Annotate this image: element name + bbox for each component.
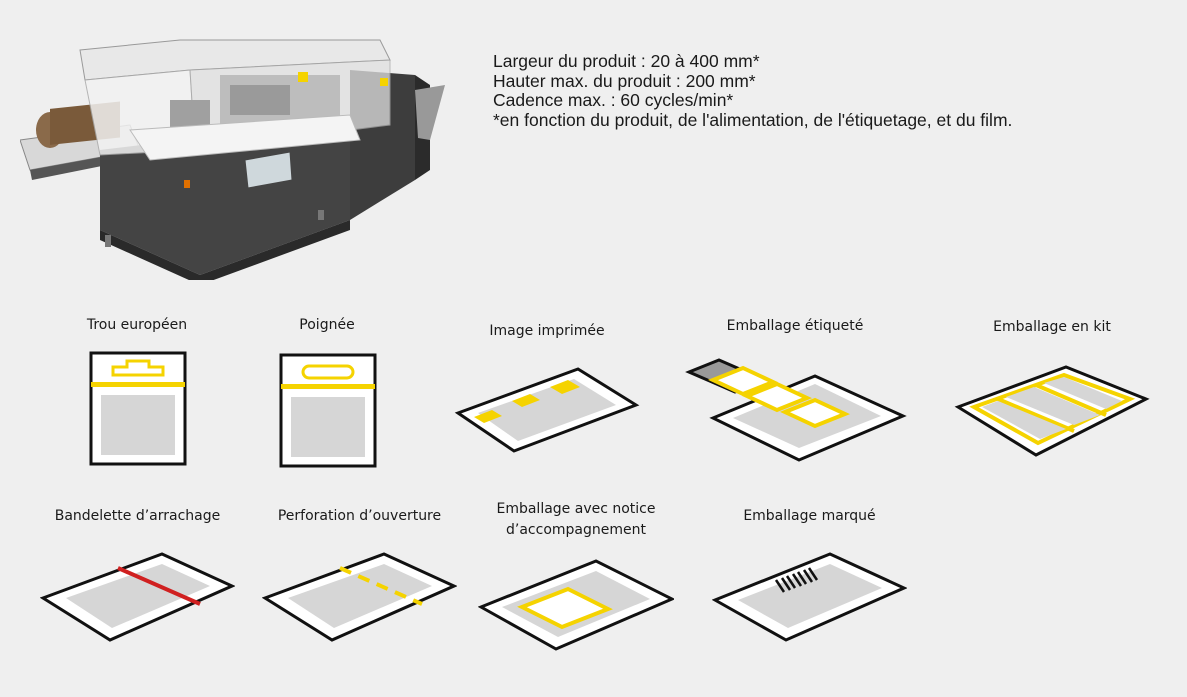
option-kit-pack: Emballage en kit (952, 317, 1152, 467)
euro-hole-icon (89, 351, 187, 466)
barcode-icon (774, 567, 819, 593)
option-label-line2: d’accompagnement (506, 522, 646, 538)
spec-footnote: *en fonction du produit, de l'alimentati… (493, 109, 1013, 130)
option-label: Emballage étiqueté (726, 318, 864, 334)
option-pack-with-leaflet: Emballage avec notice d’accompagnement (476, 499, 676, 659)
barcode-pack-icon (712, 552, 907, 642)
option-label: Bandelette d’arrachage (54, 508, 221, 524)
option-label: Emballage marqué (743, 508, 876, 524)
kit-pack-icon (954, 365, 1150, 457)
option-label: Image imprimée (489, 323, 605, 339)
option-printed-image: Image imprimée (452, 321, 642, 461)
spec-width: Largeur du produit : 20 à 400 mm* (493, 51, 760, 71)
option-euro-hole: Trou européen (57, 315, 217, 475)
option-label: Trou européen (86, 317, 188, 333)
option-label: Emballage en kit (993, 319, 1111, 335)
handle-icon (279, 353, 377, 468)
spec-rate: Cadence max. : 60 cycles/min* (493, 90, 734, 110)
spec-height: Hauter max. du produit : 200 mm* (493, 70, 756, 91)
option-label-line1: Emballage avec notice (496, 501, 656, 517)
labelled-pack-icon (685, 358, 907, 462)
leaflet-pack-icon (478, 559, 674, 651)
tear-strip-icon (40, 552, 235, 642)
perforation-icon (262, 552, 457, 642)
printed-image-icon (454, 367, 640, 453)
option-marked-pack: Emballage marqué (712, 506, 907, 646)
option-handle: Poignée (247, 315, 407, 475)
option-opening-perforation: Perforation d’ouverture (262, 506, 457, 646)
option-label: Perforation d’ouverture (277, 508, 442, 524)
machine-photo (20, 39, 445, 280)
option-tear-strip: Bandelette d’arrachage (40, 506, 235, 646)
option-label: Poignée (299, 317, 355, 333)
option-labelled-pack: Emballage étiqueté (685, 316, 907, 466)
spec-list: Largeur du produit : 20 à 400 mm* Hauter… (493, 51, 1013, 130)
